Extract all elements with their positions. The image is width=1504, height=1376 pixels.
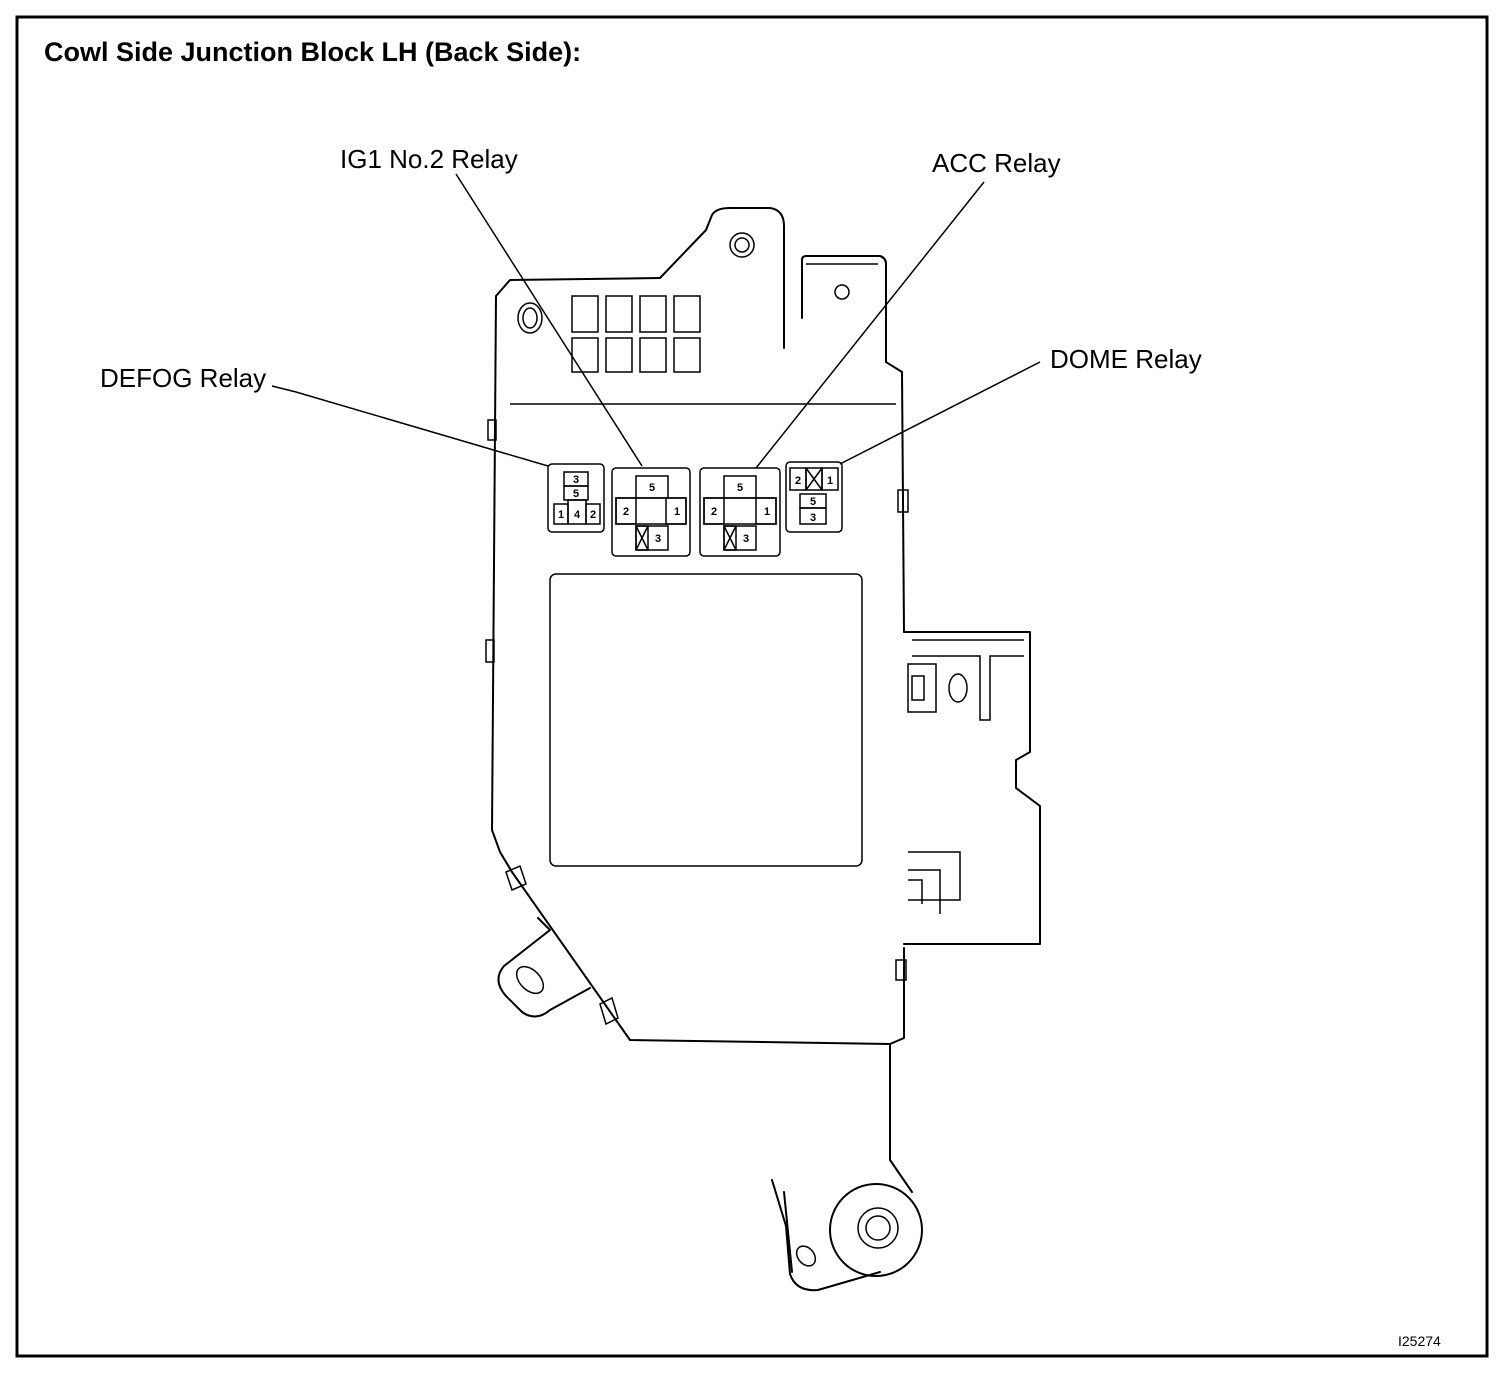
acc-pin: 5 (737, 482, 743, 494)
figure-frame (15, 15, 1489, 1358)
ig1-no2-pin: 3 (655, 533, 661, 545)
label-dome-relay: DOME Relay (1050, 344, 1202, 374)
leader-line-acc (755, 181, 985, 469)
dome-pin: 3 (810, 512, 816, 524)
ig1-no2-pin: 5 (649, 482, 655, 494)
relay-socket-dome: 2 1 5 3 (785, 461, 843, 533)
leader-line-defog (271, 385, 549, 467)
dome-pin: 1 (827, 475, 833, 487)
acc-pin: 1 (764, 506, 770, 518)
relay-socket-ig1-no2: 5 2 1 3 (611, 467, 691, 557)
label-ig1-no2-relay: IG1 No.2 Relay (340, 144, 518, 174)
acc-pin: 3 (743, 533, 749, 545)
label-defog-relay: DEFOG Relay (100, 363, 266, 393)
acc-pin: 2 (711, 506, 717, 518)
dome-pin: 5 (810, 496, 816, 508)
defog-pin: 1 (558, 509, 564, 521)
defog-pin: 2 (590, 509, 596, 521)
junction-block-body (485, 207, 1041, 1292)
dome-pin: 2 (795, 475, 801, 487)
leader-line-ig1-no2 (455, 173, 643, 467)
relay-socket-defog: 3 5 1 4 2 (547, 463, 605, 533)
label-acc-relay: ACC Relay (932, 148, 1061, 178)
defog-pin: 4 (574, 509, 581, 521)
ig1-no2-pin: 1 (674, 506, 680, 518)
ig1-no2-pin: 2 (623, 506, 629, 518)
defog-pin: 3 (573, 474, 579, 486)
defog-pin: 5 (573, 488, 579, 500)
figure-code: I25274 (1398, 1333, 1441, 1349)
relay-socket-acc: 5 2 1 3 (699, 467, 781, 557)
page-title: Cowl Side Junction Block LH (Back Side): (44, 37, 581, 67)
leader-line-dome (839, 361, 1041, 465)
